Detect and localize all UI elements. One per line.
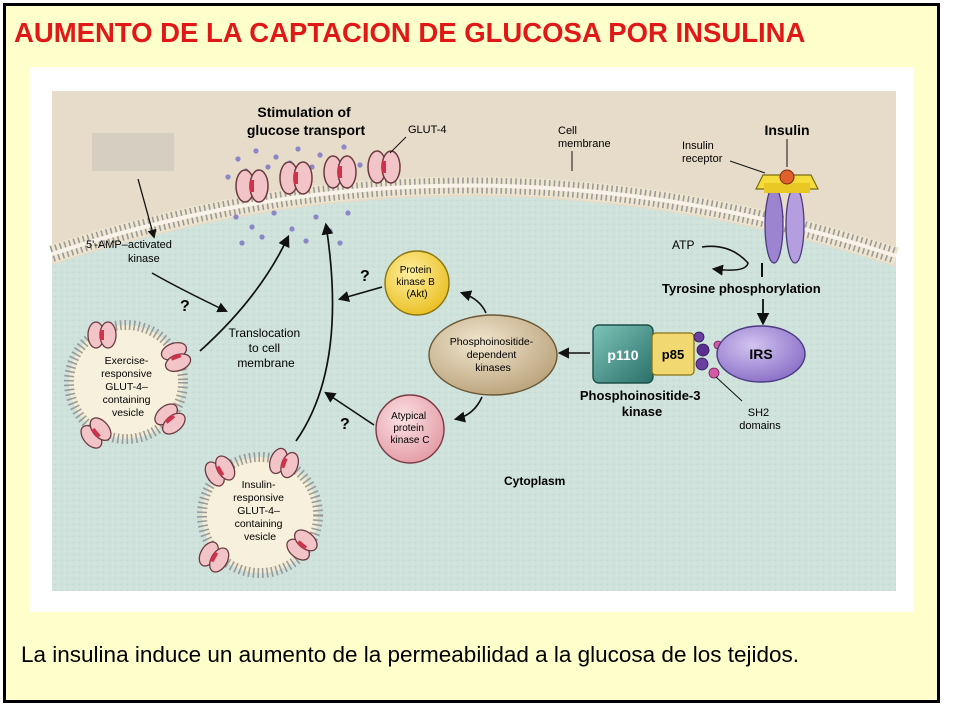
insulin-vesicle-label: Insulin- responsive GLUT-4– containing v…: [233, 479, 287, 543]
exercise-vesicle-translocation-arrow: [199, 234, 290, 352]
box-to-ampk-arrow: [137, 178, 157, 239]
insulin-receptor: [755, 169, 819, 264]
p85-label: p85: [662, 347, 684, 362]
glut4-transporter: [235, 169, 269, 203]
exercise-responsive-vesicle: Exercise- responsive GLUT-4– containing …: [64, 320, 192, 449]
pkb-question-mark: ?: [360, 268, 370, 285]
pi3k-label: Phosphoinositide-3 kinase: [580, 388, 704, 419]
sh2-domains-label: SH2 domains: [739, 407, 781, 432]
apkc-question-mark: ?: [340, 416, 350, 433]
stimulation-label: Stimulation of glucose transport: [247, 104, 366, 138]
pkb-to-translocation-arrow: [337, 286, 383, 302]
pkb-label: Protein kinase B (Akt): [396, 265, 437, 300]
atypical-protein-kinase-c: [375, 394, 445, 464]
cell-membrane-label: Cell membrane: [558, 125, 611, 150]
slide-caption: La insulina induce un aumento de la perm…: [21, 642, 800, 667]
insulin-vesicle-translocation-arrow: [295, 222, 334, 442]
glut4-label: GLUT-4: [408, 124, 447, 136]
sh2-domain-beads: [693, 331, 723, 379]
apkc-label: Atypical protein kinase C: [391, 411, 430, 446]
apkc-to-translocation-arrow: [324, 391, 375, 426]
ampk-label: 5'-AMP–activated kinase: [86, 239, 175, 265]
ampk-to-translocation-arrow: [151, 272, 228, 313]
cytoplasm-label: Cytoplasm: [504, 474, 565, 488]
insulin-receptor-label: Insulin receptor: [682, 140, 723, 165]
sh2-leader: [715, 376, 743, 402]
glut4-transporter: [367, 150, 401, 184]
p110-label: p110: [607, 347, 638, 363]
blank-label-box: [92, 133, 174, 171]
irs-label: IRS: [749, 346, 772, 362]
pdk-kinases: [428, 314, 558, 396]
p85-subunit: [651, 332, 695, 376]
slide-title: AUMENTO DE LA CAPTACION DE GLUCOSA POR I…: [14, 17, 806, 48]
glut4-leader: [389, 136, 407, 154]
insulin-label: Insulin: [764, 122, 809, 138]
translocation-label: Translocation to cell membrane: [229, 326, 304, 370]
insulin-molecule: [779, 169, 795, 185]
pdk-to-apkc-arrow: [453, 396, 483, 423]
insulin-responsive-vesicle: Insulin- responsive GLUT-4– containing v…: [197, 447, 323, 578]
insulin-glucose-uptake-diagram: Stimulation of glucose transport GLUT-4 …: [30, 67, 914, 612]
tyrosine-phosphorylation-label: Tyrosine phosphorylation: [662, 281, 821, 296]
insulin-receptor-leader: [729, 160, 766, 174]
atp-arrow: [701, 245, 749, 276]
exercise-vesicle-label: Exercise- responsive GLUT-4– containing …: [101, 355, 155, 419]
protein-kinase-b: [384, 250, 450, 316]
irs-protein: [716, 325, 806, 383]
glut4-transporter: [279, 161, 313, 195]
atp-label: ATP: [672, 238, 694, 252]
pdk-to-pkb-arrow: [459, 290, 487, 314]
glut4-transporter: [323, 155, 357, 189]
pdk-label: Phosphoinositide- dependent kinases: [450, 336, 536, 374]
ampk-question-mark: ?: [180, 298, 190, 315]
